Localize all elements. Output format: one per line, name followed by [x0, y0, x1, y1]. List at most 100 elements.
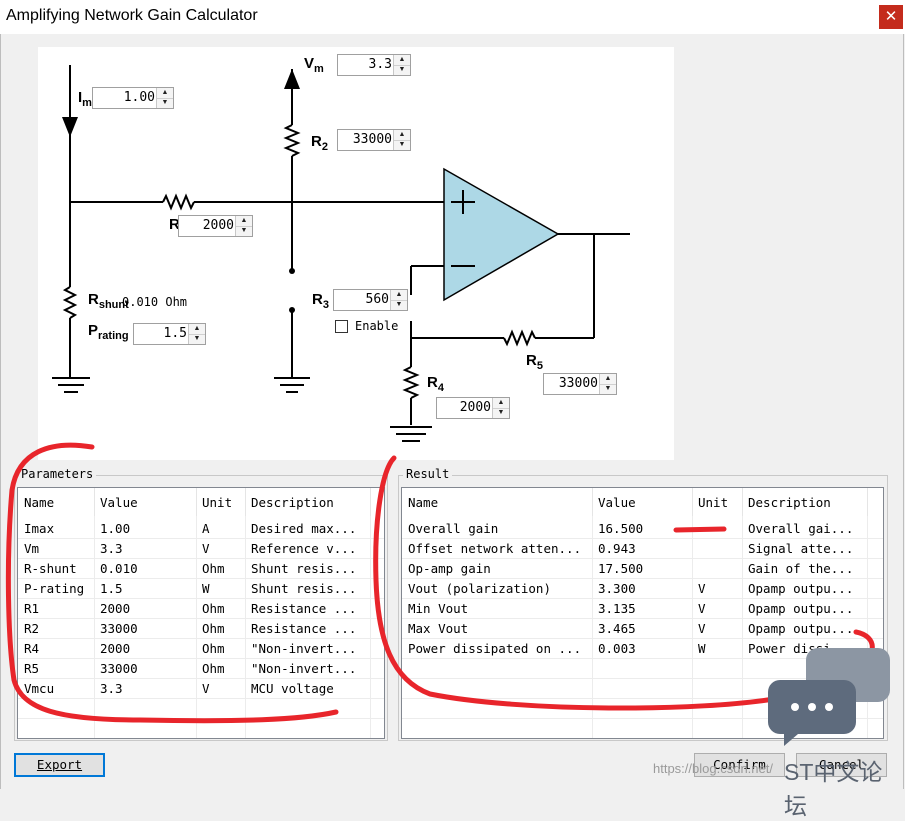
table-cell: 3.465 [598, 621, 636, 636]
r5-spinbox[interactable]: 33000 ▲▼ [543, 373, 617, 395]
grid-line [402, 598, 883, 599]
grid-line [18, 618, 384, 619]
spin-arrows[interactable]: ▲▼ [390, 290, 407, 310]
spin-up-icon[interactable]: ▲ [600, 374, 616, 385]
column-header[interactable]: Description [251, 495, 334, 510]
grid-line [867, 516, 868, 738]
export-button[interactable]: Export [14, 753, 105, 777]
spin-up-icon[interactable]: ▲ [189, 324, 205, 335]
spin-down-icon[interactable]: ▼ [395, 301, 403, 308]
spin-arrows[interactable]: ▲▼ [393, 55, 410, 75]
spin-arrows[interactable]: ▲▼ [156, 88, 173, 108]
column-header[interactable]: Unit [698, 495, 729, 510]
column-separator[interactable] [867, 488, 868, 516]
table-cell: Overall gain [408, 521, 499, 536]
spin-down-icon[interactable]: ▼ [604, 385, 612, 392]
table-cell: 3.135 [598, 601, 636, 616]
table-cell: V [698, 601, 706, 616]
r4-spinbox[interactable]: 2000 ▲▼ [436, 397, 510, 419]
spin-up-icon[interactable]: ▲ [157, 88, 173, 99]
vm-spinbox[interactable]: 3.3 ▲▼ [337, 54, 411, 76]
table-cell: MCU voltage [251, 681, 334, 696]
circuit-diagram: Im Vm R2 R Rshunt 0.010 Ohm Prating R3 R… [38, 47, 674, 460]
column-separator[interactable] [245, 488, 246, 516]
prating-spinbox[interactable]: 1.5 ▲▼ [133, 323, 206, 345]
r5-label: R5 [526, 352, 543, 372]
grid-line [18, 538, 384, 539]
table-cell: Shunt resis... [251, 581, 357, 596]
grid-line [196, 516, 197, 738]
spin-up-icon[interactable]: ▲ [391, 290, 407, 301]
spin-up-icon[interactable]: ▲ [236, 216, 252, 227]
prating-value: 1.5 [163, 326, 187, 341]
spin-up-icon[interactable]: ▲ [493, 398, 509, 409]
column-separator[interactable] [742, 488, 743, 516]
table-cell: 16.500 [598, 521, 644, 536]
spin-down-icon[interactable]: ▼ [497, 409, 505, 416]
spin-down-icon[interactable]: ▼ [398, 141, 406, 148]
r2-value: 33000 [352, 132, 392, 147]
column-header[interactable]: Value [100, 495, 138, 510]
spin-down-icon[interactable]: ▼ [193, 335, 201, 342]
spin-arrows[interactable]: ▲▼ [235, 216, 252, 236]
grid-line [18, 598, 384, 599]
spin-up-icon[interactable]: ▲ [394, 55, 410, 66]
spin-arrows[interactable]: ▲▼ [492, 398, 509, 418]
column-header[interactable]: Name [408, 495, 439, 510]
column-separator[interactable] [692, 488, 693, 516]
r-spinbox[interactable]: 2000 ▲▼ [178, 215, 253, 237]
im-spinbox[interactable]: 1.00 ▲▼ [92, 87, 174, 109]
spin-arrows[interactable]: ▲▼ [188, 324, 205, 344]
r2-spinbox[interactable]: 33000 ▲▼ [337, 129, 411, 151]
column-header[interactable]: Name [24, 495, 55, 510]
parameters-group-title: Parameters [18, 467, 97, 481]
confirm-button[interactable]: Confirm [694, 753, 785, 777]
window-title: Amplifying Network Gain Calculator [6, 7, 258, 24]
spin-down-icon[interactable]: ▼ [161, 99, 169, 106]
column-header[interactable]: Value [598, 495, 636, 510]
column-separator[interactable] [94, 488, 95, 516]
grid-line [245, 516, 246, 738]
spin-up-icon[interactable]: ▲ [394, 130, 410, 141]
spin-down-icon[interactable]: ▼ [398, 66, 406, 73]
table-cell: 17.500 [598, 561, 644, 576]
spin-down-icon[interactable]: ▼ [240, 227, 248, 234]
column-header[interactable]: Description [748, 495, 831, 510]
close-button[interactable]: ✕ [879, 5, 903, 29]
cancel-button[interactable]: Cancel [796, 753, 887, 777]
table-cell: Reference v... [251, 541, 357, 556]
watermark-url: https://blog.csdn.net/ [653, 761, 773, 776]
table-cell: Power dissipated on ... [408, 641, 582, 656]
column-separator[interactable] [370, 488, 371, 516]
r3-spinbox[interactable]: 560 ▲▼ [333, 289, 408, 311]
column-separator[interactable] [196, 488, 197, 516]
column-header[interactable]: Unit [202, 495, 233, 510]
table-cell: Vm [24, 541, 40, 556]
spin-arrows[interactable]: ▲▼ [599, 374, 616, 394]
table-cell: 0.010 [100, 561, 138, 576]
column-separator[interactable] [592, 488, 593, 516]
enable-checkbox[interactable] [335, 320, 348, 333]
table-cell [698, 539, 740, 559]
table-cell: Power dissi... [748, 641, 854, 656]
table-header: Name Value Unit Description [402, 490, 883, 510]
spin-arrows[interactable]: ▲▼ [393, 130, 410, 150]
